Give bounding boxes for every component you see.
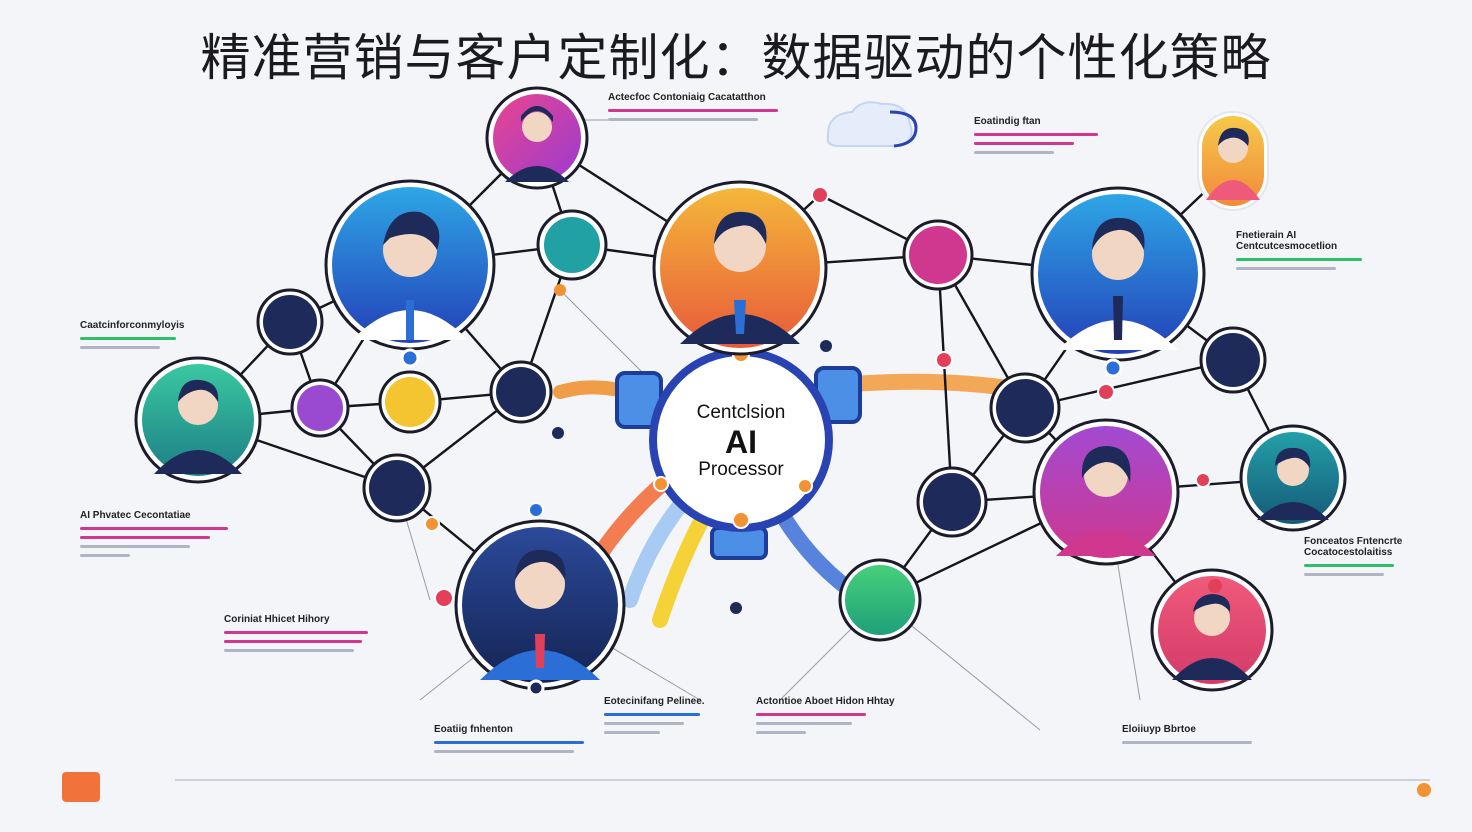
avatar-node[interactable] — [1197, 111, 1269, 211]
customer-avatars — [134, 86, 1347, 697]
hub-label-line2: AI — [725, 424, 757, 460]
avatar-node[interactable] — [485, 86, 589, 190]
cloud-icon — [826, 101, 918, 148]
caption-bottom-right: Eloiiuyp Bbrtoe — [1122, 724, 1262, 744]
data-node[interactable] — [536, 209, 608, 281]
caption-right-upper: Fnetierain AI Centcutcesmocetlion — [1236, 230, 1386, 270]
hub-port-dot — [732, 511, 750, 529]
caption-bottom-center-right: Actontioe Aboet Hidon Hhtay — [756, 696, 906, 734]
caption-bottom-center: Eotecinifang Pelinee. — [604, 696, 734, 734]
hub-port-dot — [653, 476, 669, 492]
caption-left-lower: AI Phvatec Cecontatiae — [80, 510, 240, 557]
data-node[interactable] — [378, 370, 442, 434]
page-title: 精准营销与客户定制化：数据驱动的个性化策略 — [200, 29, 1272, 87]
avatar-node[interactable] — [1032, 418, 1180, 566]
hub-port-dot — [797, 478, 813, 494]
central-ai-hub[interactable]: Centclsion AI Processor — [615, 310, 862, 560]
data-nodes — [256, 209, 1267, 642]
avatar-node[interactable] — [324, 179, 496, 368]
logo-badge — [62, 772, 100, 802]
data-node[interactable] — [916, 466, 988, 538]
avatar-node[interactable] — [134, 356, 262, 484]
avatar-node[interactable] — [1150, 568, 1274, 692]
avatar-node[interactable] — [652, 180, 828, 356]
caption-top-center: Actecfoc Contoniaig Cacatatthon — [608, 92, 798, 121]
hub-label-line1: Centclsion — [697, 402, 786, 423]
data-node[interactable] — [290, 378, 350, 438]
hub-core — [657, 356, 825, 524]
hub-module-bottom — [710, 526, 768, 560]
caption-right-lower: Fonceatos Fntencrte Cocatocestolaitiss — [1304, 536, 1444, 576]
data-node[interactable] — [1199, 326, 1267, 394]
data-node[interactable] — [489, 360, 553, 424]
caption-top-right: Eoatindig ftan — [974, 116, 1114, 154]
avatar-node[interactable] — [1030, 186, 1206, 378]
caption-bottom-left: Coriniat Hhicet Hihory — [224, 614, 384, 652]
hub-label-line3: Processor — [698, 459, 784, 480]
accent-dots — [424, 186, 1431, 797]
avatar-node[interactable] — [454, 519, 626, 697]
caption-left-mid: Caatcinforconmyloyis — [80, 320, 210, 349]
avatar-node[interactable] — [1239, 424, 1347, 532]
data-node[interactable] — [362, 453, 432, 523]
data-node[interactable] — [902, 219, 974, 291]
data-node[interactable] — [989, 372, 1061, 444]
caption-bottom-mid-left: Eoatiig fnhenton — [434, 724, 604, 753]
data-node[interactable] — [838, 558, 922, 642]
data-node[interactable] — [256, 288, 324, 356]
